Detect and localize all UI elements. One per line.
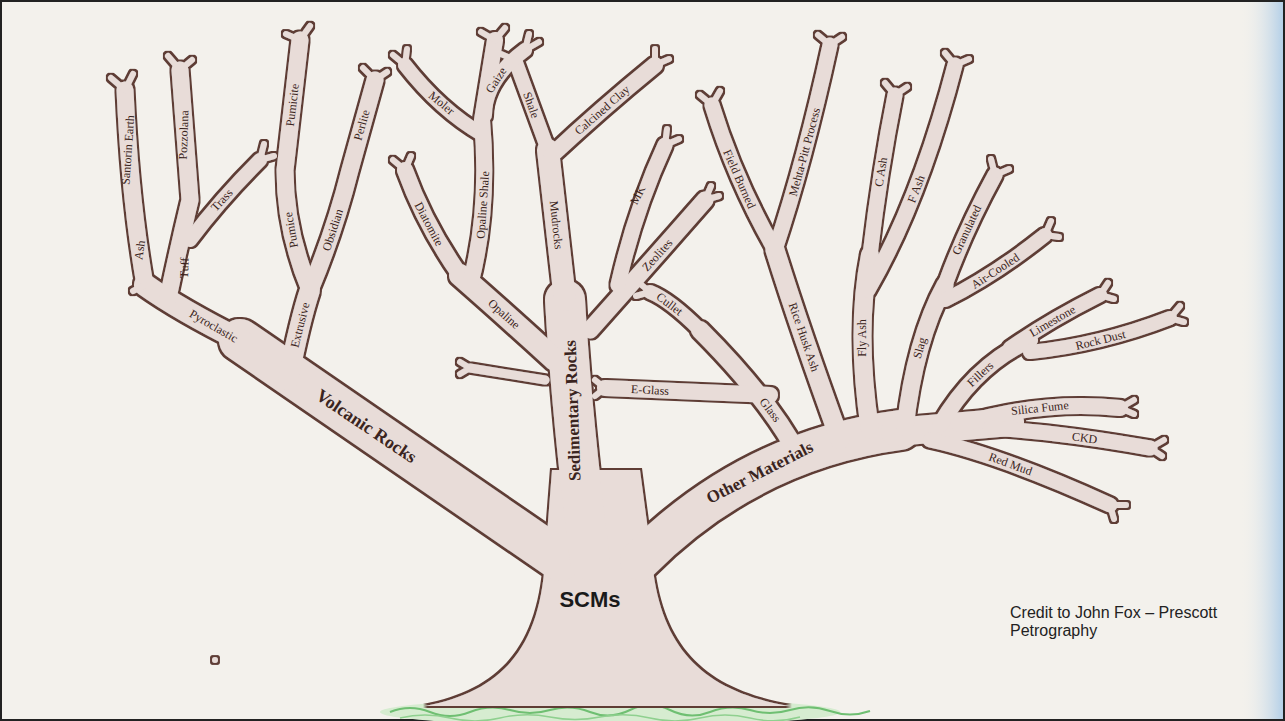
branch-label: Fly Ash: [856, 319, 868, 357]
branch-label: Pozzolana: [177, 110, 191, 160]
trunk-label: SCMs: [559, 589, 620, 611]
credit-caption: Credit to John Fox – Prescott Petrograph…: [1010, 604, 1265, 641]
blue-edge: [1240, 0, 1285, 721]
branch-label: E-Glass: [631, 383, 670, 397]
branch-label: Ash: [133, 240, 148, 261]
branch-label: CKD: [1072, 430, 1099, 445]
branch-label: Tuff: [178, 257, 191, 278]
